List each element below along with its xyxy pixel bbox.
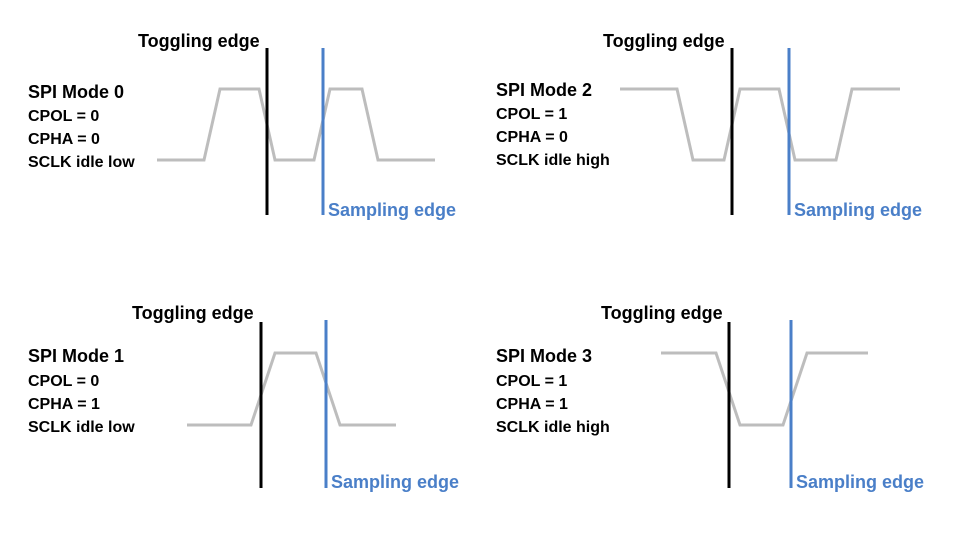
mode-2-title: SPI Mode 2 bbox=[496, 80, 592, 100]
mode-1-panel: SPI Mode 1 CPOL = 0 CPHA = 1 SCLK idle l… bbox=[28, 303, 459, 492]
mode-0-idle: SCLK idle low bbox=[28, 154, 135, 171]
mode-0-sampling-edge-label: Sampling edge bbox=[328, 200, 456, 220]
mode-2-sclk-waveform bbox=[620, 87, 900, 162]
mode-1-title: SPI Mode 1 bbox=[28, 346, 124, 366]
mode-2-cpol: CPOL = 1 bbox=[496, 106, 567, 123]
mode-3-cpha: CPHA = 1 bbox=[496, 396, 568, 413]
mode-1-sclk-waveform bbox=[187, 351, 396, 427]
mode-2-toggling-edge-label: Toggling edge bbox=[603, 31, 725, 51]
mode-3-idle: SCLK idle high bbox=[496, 419, 610, 436]
mode-0-cpol: CPOL = 0 bbox=[28, 108, 99, 125]
mode-1-cpol: CPOL = 0 bbox=[28, 373, 99, 390]
mode-2-cpha: CPHA = 0 bbox=[496, 129, 568, 146]
mode-3-cpol: CPOL = 1 bbox=[496, 373, 567, 390]
mode-0-toggling-edge-label: Toggling edge bbox=[138, 31, 260, 51]
mode-3-sampling-edge-label: Sampling edge bbox=[796, 472, 924, 492]
mode-0-panel: SPI Mode 0 CPOL = 0 CPHA = 0 SCLK idle l… bbox=[28, 31, 456, 220]
mode-1-sampling-edge-label: Sampling edge bbox=[331, 472, 459, 492]
mode-0-title: SPI Mode 0 bbox=[28, 82, 124, 102]
mode-1-toggling-edge-label: Toggling edge bbox=[132, 303, 254, 323]
mode-3-panel: SPI Mode 3 CPOL = 1 CPHA = 1 SCLK idle h… bbox=[496, 303, 924, 492]
mode-1-cpha: CPHA = 1 bbox=[28, 396, 100, 413]
mode-0-cpha: CPHA = 0 bbox=[28, 131, 100, 148]
mode-3-toggling-edge-label: Toggling edge bbox=[601, 303, 723, 323]
mode-2-sampling-edge-label: Sampling edge bbox=[794, 200, 922, 220]
mode-0-sclk-waveform bbox=[157, 87, 435, 162]
mode-3-sclk-waveform bbox=[661, 351, 868, 427]
mode-2-panel: SPI Mode 2 CPOL = 1 CPHA = 0 SCLK idle h… bbox=[496, 31, 922, 220]
mode-3-title: SPI Mode 3 bbox=[496, 346, 592, 366]
mode-1-idle: SCLK idle low bbox=[28, 419, 135, 436]
mode-2-idle: SCLK idle high bbox=[496, 152, 610, 169]
